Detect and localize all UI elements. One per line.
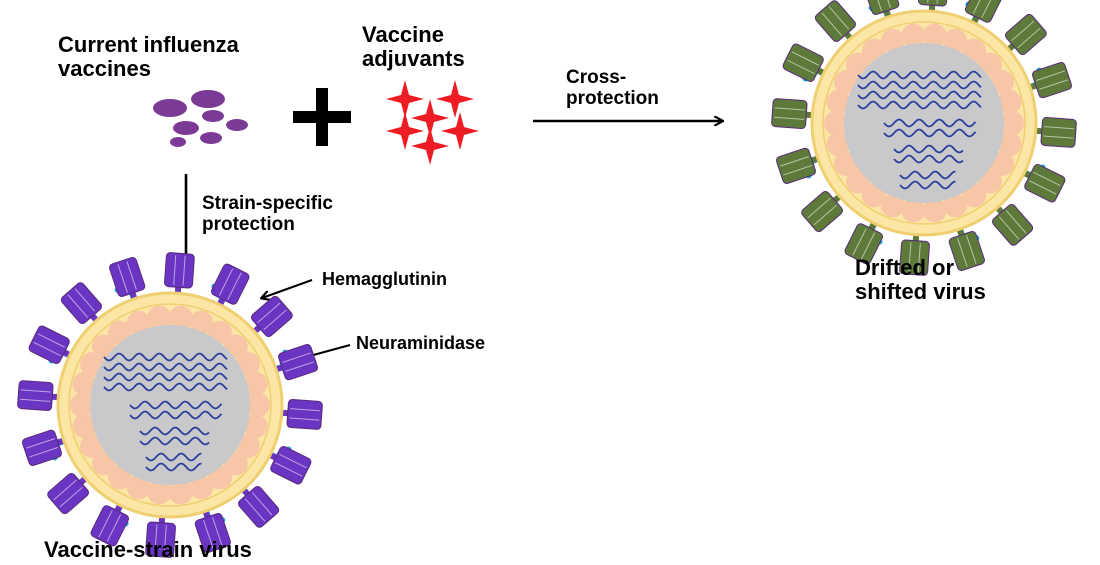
rna-segment — [129, 410, 223, 420]
cross-protection-label-line2: protection — [566, 87, 659, 109]
adjuvant-stars-icon — [386, 80, 479, 165]
vaccine-particle — [170, 137, 186, 147]
current-vaccines-label-line2: vaccines — [58, 55, 151, 81]
matrix-protein — [901, 198, 926, 223]
cross-protection-label: Cross- protection — [566, 67, 659, 109]
rna-segment — [893, 154, 964, 164]
vaccine-particle — [202, 110, 224, 122]
matrix-protein — [901, 23, 926, 48]
vaccine-strain-virus-icon — [17, 252, 323, 558]
matrix-protein — [880, 28, 905, 53]
rna-segment — [893, 144, 964, 154]
rna-segment — [857, 80, 982, 90]
matrix-protein — [880, 193, 905, 218]
adjuvant-star — [411, 99, 449, 137]
rna-segment — [145, 452, 202, 462]
adjuvant-star — [386, 80, 424, 118]
matrix-protein — [189, 310, 214, 335]
matrix-protein — [943, 28, 968, 53]
current-vaccines-label: Current influenza vaccines — [58, 33, 239, 81]
rna-segment — [103, 352, 228, 362]
matrix-protein — [168, 305, 193, 330]
matrix-protein — [1000, 111, 1024, 135]
matrix-protein — [997, 89, 1022, 114]
matrix-protein — [147, 305, 172, 330]
cross-protection-label-line1: Cross- — [566, 67, 627, 88]
vaccine-particle — [226, 119, 248, 131]
matrix-protein — [70, 393, 94, 417]
matrix-protein — [824, 111, 848, 135]
matrix-protein — [72, 414, 97, 439]
rna-segment — [103, 382, 228, 392]
vaccine-particle — [173, 121, 199, 135]
adjuvants-label: Vaccine adjuvants — [362, 23, 465, 71]
plus-icon — [293, 88, 351, 146]
matrix-protein — [168, 480, 193, 505]
drifted-virus-label-line1: Drifted or — [855, 255, 954, 280]
rna-segment — [129, 400, 223, 410]
adjuvants-label-line1: Vaccine — [362, 22, 444, 47]
drifted-virus-label: Drifted or shifted virus — [855, 256, 986, 304]
matrix-protein — [826, 89, 851, 114]
matrix-protein — [922, 198, 947, 223]
rna-segment — [103, 372, 228, 382]
current-vaccines-label-line1: Current influenza — [58, 32, 239, 57]
vaccine-strain-virus-label: Vaccine-strain virus — [44, 537, 252, 562]
rna-segment — [883, 118, 977, 128]
adjuvant-star — [386, 112, 424, 150]
vaccine-particles-icon — [153, 90, 248, 147]
matrix-protein — [189, 475, 214, 500]
hemagglutinin-pointer-arrow — [262, 279, 313, 298]
rna-segment — [857, 70, 982, 80]
matrix-protein — [243, 371, 268, 396]
adjuvant-star — [441, 112, 479, 150]
rna-segment — [899, 180, 956, 190]
drifted-virus-icon — [771, 0, 1077, 276]
vaccine-particle — [191, 90, 225, 108]
adjuvants-label-line2: adjuvants — [362, 45, 465, 71]
vaccine-particle — [153, 99, 187, 117]
rna-segment — [139, 426, 210, 436]
matrix-protein — [246, 393, 270, 417]
matrix-protein — [72, 371, 97, 396]
vaccine-particle — [200, 132, 222, 144]
adjuvant-star — [436, 80, 474, 118]
neuraminidase-label: Neuraminidase — [356, 333, 486, 353]
rna-segment — [857, 100, 982, 110]
hemagglutinin-label: Hemagglutinin — [322, 269, 447, 289]
rna-segment — [883, 128, 977, 138]
matrix-protein — [922, 23, 947, 48]
strain-specific-label: Strain-specific protection — [202, 193, 333, 235]
matrix-protein — [126, 475, 151, 500]
rna-segment — [139, 436, 210, 446]
drifted-virus-label-line2: shifted virus — [855, 278, 986, 304]
strain-specific-label-line2: protection — [202, 213, 295, 235]
strain-specific-label-line1: Strain-specific — [202, 193, 333, 214]
matrix-protein — [943, 193, 968, 218]
matrix-protein — [997, 132, 1022, 157]
rna-segment — [857, 90, 982, 100]
rna-segment — [899, 170, 956, 180]
matrix-protein — [126, 310, 151, 335]
adjuvant-star — [411, 127, 449, 165]
matrix-protein — [826, 132, 851, 157]
matrix-protein — [147, 480, 172, 505]
rna-segment — [145, 462, 202, 472]
matrix-protein — [243, 414, 268, 439]
rna-segment — [103, 362, 228, 372]
